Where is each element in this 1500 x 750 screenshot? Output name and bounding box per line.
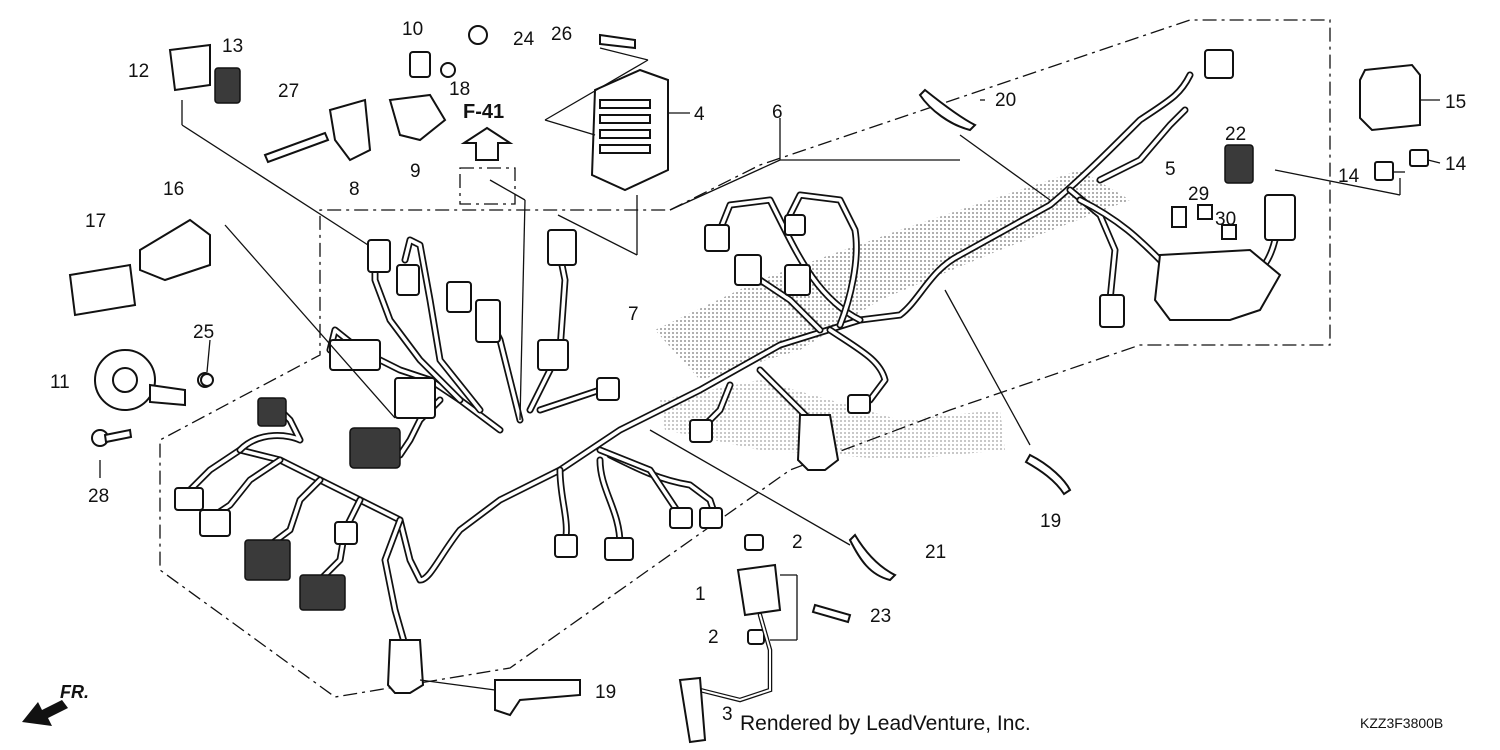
callout-8: 8 — [349, 179, 360, 200]
callout-23: 23 — [870, 606, 891, 627]
connectors — [174, 49, 1296, 694]
assembly-outlines — [159, 19, 1331, 698]
callout-22: 22 — [1225, 124, 1246, 145]
reference-f41: F-41 — [463, 101, 504, 123]
background-logo — [655, 170, 1130, 460]
callout-14-left: 14 — [1338, 166, 1360, 187]
diagram-code: KZZ3F3800B — [1360, 715, 1443, 731]
front-direction-label: FR. — [60, 682, 89, 702]
up-arrow-icon — [460, 126, 514, 161]
hardware — [91, 373, 852, 624]
sensor-assembly — [263, 25, 636, 164]
callout-19-right: 19 — [1040, 511, 1061, 532]
callout-28: 28 — [88, 486, 109, 507]
callout-25: 25 — [193, 322, 214, 343]
callout-11: 11 — [50, 372, 70, 393]
callout-labels: 1 2 2 3 4 5 6 7 8 9 10 11 12 13 14 14 15… — [50, 19, 1467, 725]
callout-4: 4 — [694, 104, 705, 125]
callout-19-bottom: 19 — [595, 682, 616, 703]
callout-20: 20 — [995, 90, 1016, 111]
callout-24: 24 — [513, 29, 535, 50]
callout-12: 12 — [128, 61, 149, 82]
callout-2-top: 2 — [792, 532, 803, 553]
watermark: Rendered by LeadVenture, Inc. — [740, 712, 1031, 735]
callout-18: 18 — [449, 79, 470, 100]
callout-13: 13 — [222, 36, 243, 57]
callout-30: 30 — [1215, 209, 1236, 230]
callout-26: 26 — [551, 24, 572, 45]
small-parts — [68, 43, 241, 411]
callout-9: 9 — [410, 161, 421, 182]
callout-21: 21 — [925, 542, 946, 563]
callout-27: 27 — [278, 81, 299, 102]
callout-16: 16 — [163, 179, 184, 200]
callout-14-right: 14 — [1445, 154, 1467, 175]
front-direction-arrow-icon — [22, 700, 68, 726]
callout-3: 3 — [722, 704, 733, 725]
relays — [1359, 63, 1429, 181]
clamps — [494, 88, 1072, 717]
regulator-rectifier — [590, 68, 669, 192]
fuse-box — [1153, 144, 1282, 321]
callout-29: 29 — [1188, 184, 1209, 205]
callout-15: 15 — [1445, 92, 1466, 113]
callout-17: 17 — [85, 211, 106, 232]
ignition-coil — [678, 534, 782, 744]
callout-10: 10 — [402, 19, 423, 40]
callout-2-bottom: 2 — [708, 627, 719, 648]
callout-6: 6 — [772, 102, 783, 123]
callout-7: 7 — [628, 304, 639, 325]
leader-lines — [99, 47, 1441, 691]
callout-1: 1 — [695, 584, 706, 605]
callout-5: 5 — [1165, 159, 1176, 180]
